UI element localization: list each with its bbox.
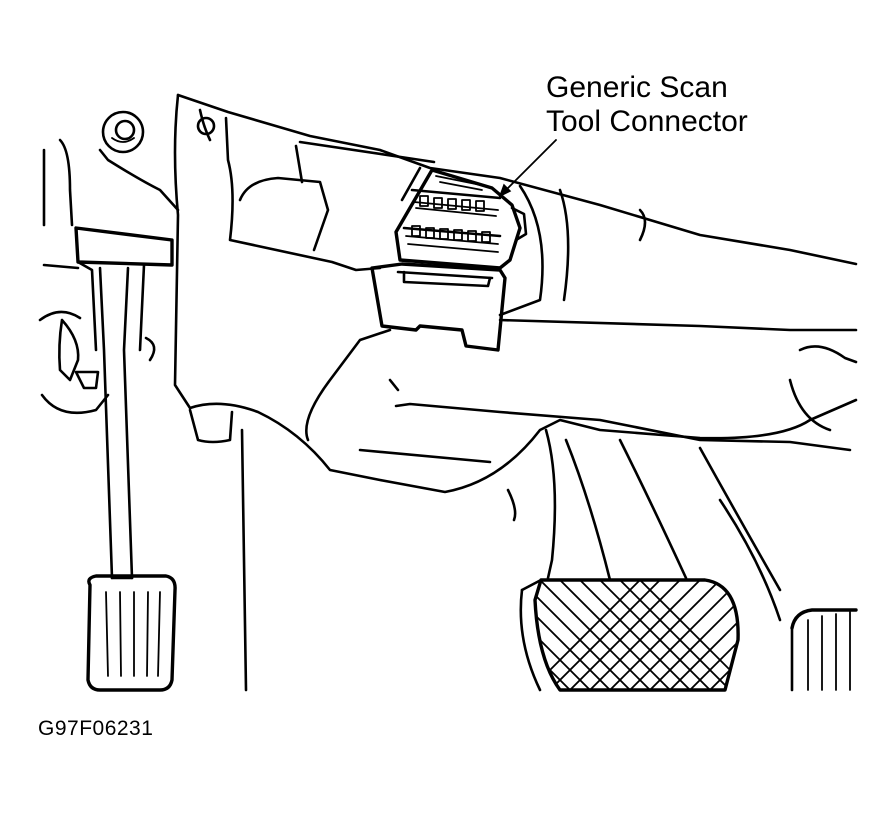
brake-pedal-arm <box>98 266 134 580</box>
upper-left-bolt <box>101 110 145 154</box>
callout-label-line-1: Generic Scan <box>546 71 728 104</box>
connector-mounting-bracket <box>370 262 507 352</box>
callout-label-line-2: Tool Connector <box>546 105 748 138</box>
callout-leader <box>498 139 557 198</box>
accelerator-pedal-arm <box>544 428 782 622</box>
diagnostic-connector <box>394 168 528 270</box>
right-pedal-pad <box>790 608 858 692</box>
left-bracket <box>38 138 180 415</box>
brake-pedal-pad <box>86 574 177 692</box>
dash-lower-panel <box>173 93 858 692</box>
figure-id-label: G97F06231 <box>38 717 154 740</box>
